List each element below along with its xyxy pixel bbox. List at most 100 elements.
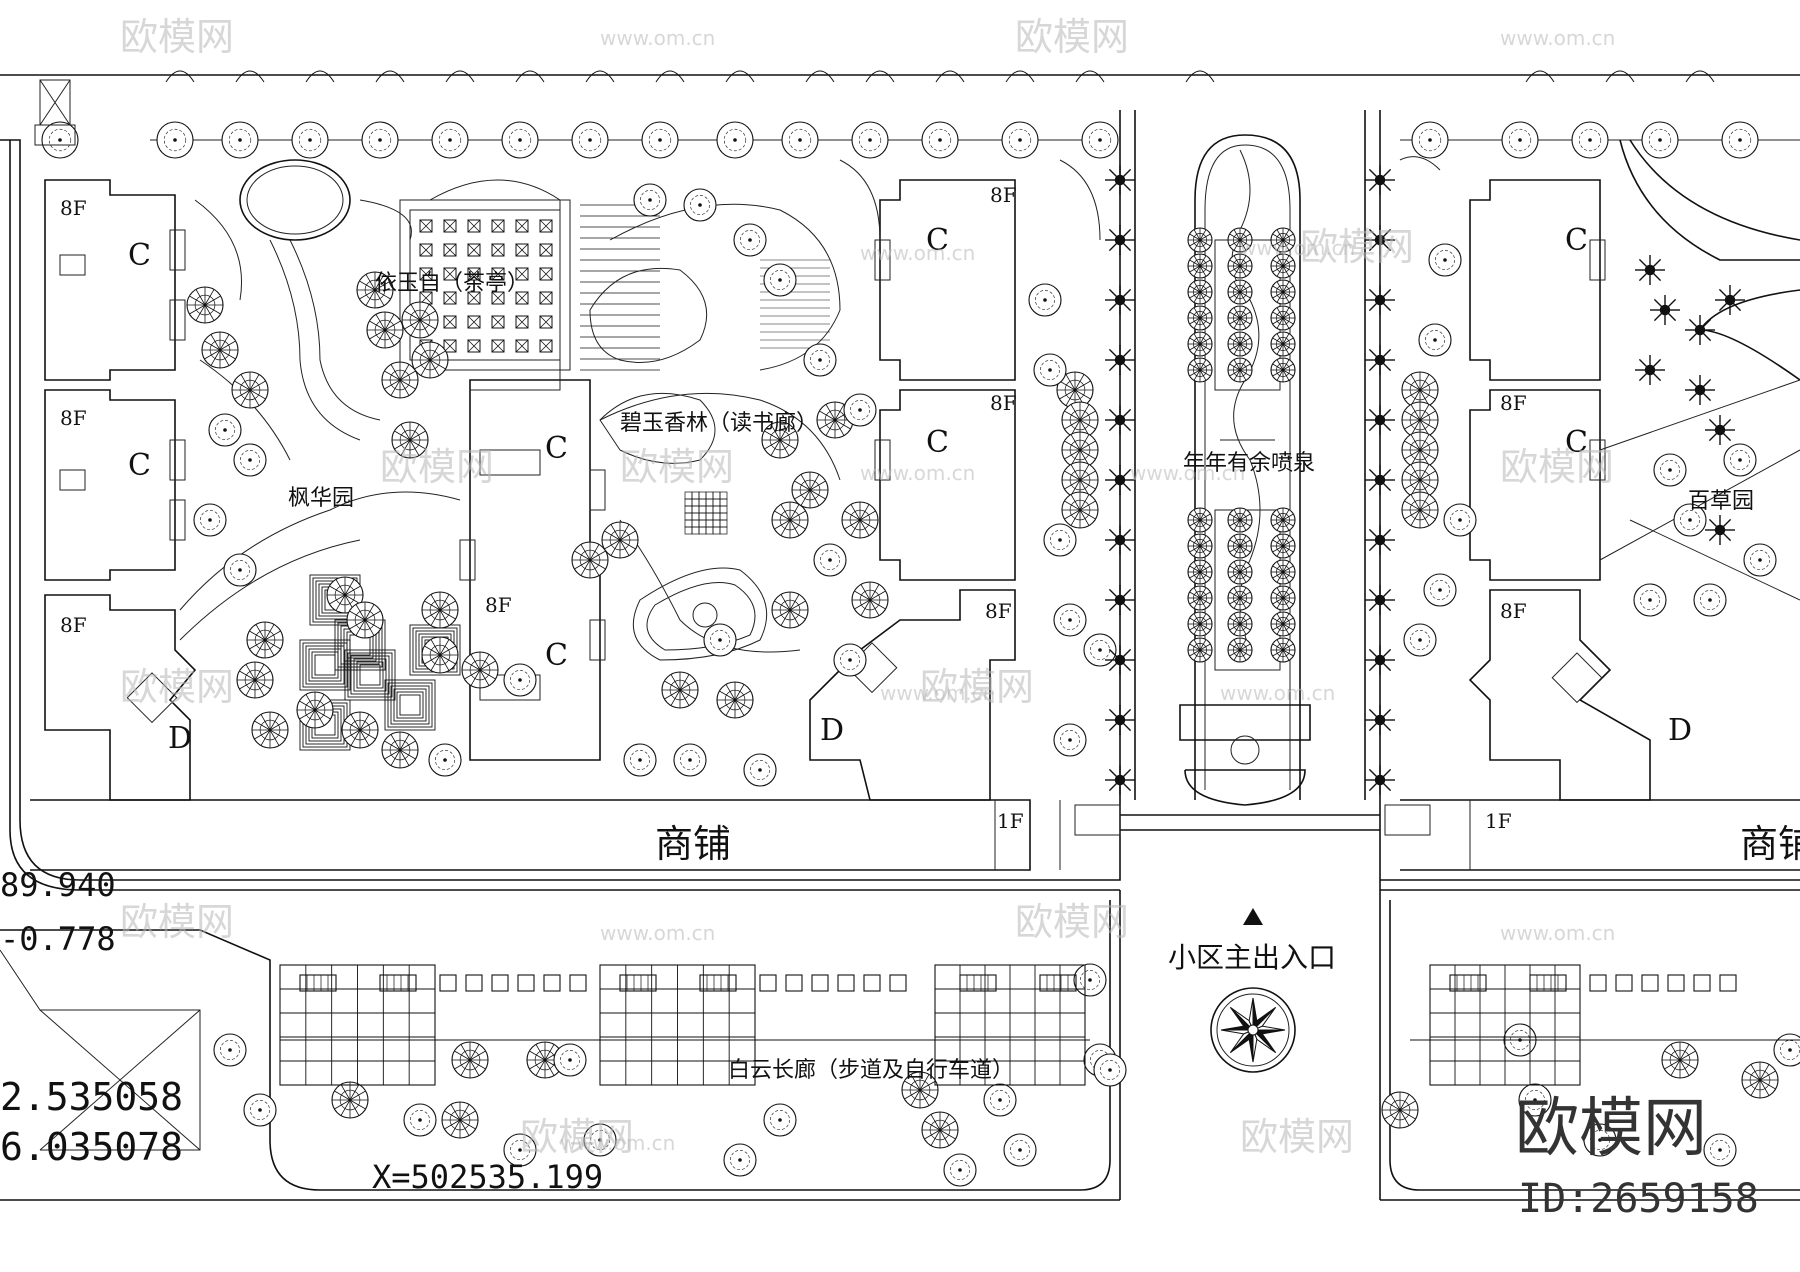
planter-box-icon [1667,974,1685,992]
pavilion-seat-icon [467,219,481,233]
pavilion-seat-icon [443,339,457,353]
tree-icon [983,1083,1017,1117]
pavilion-seat-icon [491,243,505,257]
shrub-icon [1365,405,1395,435]
tree-icon [331,1081,369,1119]
shrub-icon [1105,645,1135,675]
watermark-site-faint: www.om.cn [1220,681,1335,705]
pavilion-seat-icon [539,267,553,281]
tree-icon [291,121,329,159]
tree-icon [571,121,609,159]
floor-tag: 8F [60,613,87,637]
pavilion-seat-icon [419,267,433,281]
floor-tag: 8F [485,593,512,617]
pavilion-seat-icon [467,267,481,281]
watermark-brand-faint: 欧模网 [520,1115,634,1159]
tree-icon [1571,121,1609,159]
tree-icon [1525,70,1555,83]
label-baiyun-corridor: 白云长廊（步道及自行车道） [728,1058,1014,1083]
tree-icon [1633,583,1667,617]
pavilion-seat-icon [515,339,529,353]
tree-icon [503,663,537,697]
tree-icon [1227,533,1253,559]
tree-icon [1401,401,1439,439]
tree-icon [296,691,334,729]
planter-box-icon [491,974,509,992]
tree-icon [1033,353,1067,387]
tree-icon [236,661,274,699]
planter-box-icon [439,974,457,992]
tree-icon [1270,585,1296,611]
tree-icon [723,1143,757,1177]
block-letter: C [1565,223,1588,258]
tree-icon [1053,603,1087,637]
tree-icon [661,671,699,709]
shrub-icon [1105,765,1135,795]
shrub-icon [1365,705,1395,735]
tree-icon [781,121,819,159]
tree-icon [1187,279,1213,305]
tree-icon [251,711,289,749]
floor-tag: 8F [990,183,1017,207]
planter-box-icon [543,974,561,992]
tree-icon [221,121,259,159]
tree-icon [208,413,242,447]
tree-icon [1583,1123,1617,1157]
tree-icon [725,70,755,83]
tree-icon [421,591,459,629]
tree-icon [1227,637,1253,663]
tree-icon [356,271,394,309]
tree-icon [1227,611,1253,637]
tree-icon [1187,507,1213,533]
shrub-icon [1105,525,1135,555]
tree-icon [1227,253,1253,279]
tree-icon [1723,443,1757,477]
tree-icon [243,1093,277,1127]
tree-icon [1187,611,1213,637]
tree-icon [346,601,384,639]
watermark-brand-faint: 欧模网 [120,15,234,59]
tree-icon [1227,279,1253,305]
tree-icon [1073,963,1107,997]
tree-icon [641,121,679,159]
shrub-icon [1105,585,1135,615]
tree-icon [1743,543,1777,577]
tree-icon [193,503,227,537]
shrub-icon [1715,285,1745,315]
tree-icon [213,1033,247,1067]
block-letter: C [1565,425,1588,460]
pavilion-seat-icon [539,315,553,329]
tree-icon [1721,121,1759,159]
planter-box-icon [863,974,881,992]
watermark-site-faint: www.om.cn [1240,236,1355,260]
label-baicao-garden: 百草园 [1688,489,1754,514]
watermark-site-faint: www.om.cn [1500,26,1615,50]
pond [589,267,768,661]
tree-icon [1381,1091,1419,1129]
tree-icon [1187,533,1213,559]
pavilion-seat-icon [515,291,529,305]
tree-icon [1401,491,1439,529]
pavilion-seat-icon [491,339,505,353]
tree-icon [763,1103,797,1137]
watermark-brand-faint: 欧模网 [380,445,494,489]
tree-icon [1411,121,1449,159]
watermark-site-faint: www.om.cn [1500,921,1615,945]
tree-icon [921,1111,959,1149]
block-letter: C [926,223,949,258]
tree-icon [223,553,257,587]
tree-icon [246,621,284,659]
shrub-icon [1705,415,1735,445]
planter-box-icon [1719,974,1737,992]
tree-icon [683,188,717,222]
coord-label: 89.940 [0,866,116,904]
shrub-icon [1705,515,1735,545]
floor-tag: 8F [1500,599,1527,623]
tree-icon [1227,227,1253,253]
fountain-axis [1134,110,1366,806]
tree-icon [841,501,879,539]
label-shop-left: 商铺 [655,822,731,866]
block-letter: D [1668,713,1692,748]
pavilion-seat-icon [539,243,553,257]
tree-icon [1083,633,1117,667]
